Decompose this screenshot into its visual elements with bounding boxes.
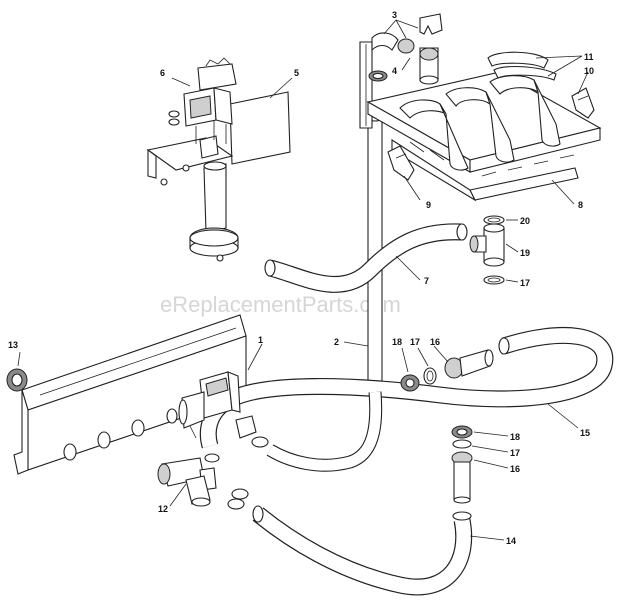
- callout-20: 20: [520, 216, 530, 226]
- callout-1: 1: [258, 335, 263, 345]
- callout-16: 16: [430, 337, 440, 347]
- part-2-lower-hose: [266, 391, 383, 472]
- part-14-hose: [252, 505, 473, 596]
- part-10-clip: [571, 87, 595, 119]
- callout-7: 7: [424, 276, 429, 286]
- callout-17-lower: 17: [510, 448, 520, 458]
- callout-14: 14: [506, 536, 516, 546]
- callout-15: 15: [580, 428, 590, 438]
- part-2-pipe: [359, 41, 383, 393]
- part-16-adapter: [444, 349, 494, 379]
- frame-channel: [13, 314, 247, 475]
- callout-12: 12: [158, 504, 168, 514]
- callout-2: 2: [334, 337, 339, 347]
- callout-6: 6: [160, 68, 165, 78]
- callout-5: 5: [294, 68, 299, 78]
- part-6-pump: [146, 57, 239, 262]
- callout-19: 19: [520, 248, 530, 258]
- callout-13: 13: [8, 340, 18, 350]
- part-7-hose: [264, 223, 468, 293]
- callouts: 1 2 3 4 5 6 7 8 9 10 11 12 13 14 15 16 1…: [8, 10, 594, 546]
- part-17-oring-lower: [452, 439, 472, 449]
- callout-17-tee: 17: [520, 278, 530, 288]
- part-4-washer: [368, 70, 388, 82]
- part-3-fittings: [371, 13, 443, 85]
- part-9-clip: [387, 145, 415, 181]
- part-13-grommet: [6, 368, 28, 392]
- callout-18-lower: 18: [510, 432, 520, 442]
- callout-10: 10: [584, 66, 594, 76]
- callout-16-lower: 16: [510, 464, 520, 474]
- callout-8: 8: [578, 200, 583, 210]
- part-1-valve: [178, 371, 269, 448]
- part-17-clamp-top: [483, 275, 505, 285]
- part-17-oring: [423, 367, 437, 385]
- part-12-fitting: [157, 453, 249, 510]
- part-18-nut-lower: [451, 425, 473, 439]
- part-20-clamp: [483, 215, 505, 225]
- part-5-bracket: [229, 91, 291, 165]
- callout-9: 9: [426, 200, 431, 210]
- part-19-tee: [469, 223, 505, 267]
- part-18-nut: [400, 374, 420, 392]
- callout-18: 18: [392, 337, 402, 347]
- leader-lines: [17, 19, 589, 541]
- callout-17: 17: [410, 337, 420, 347]
- part-11-tubes: [399, 51, 561, 171]
- watermark-text: eReplacementParts.com: [160, 292, 401, 317]
- callout-3: 3: [392, 10, 397, 20]
- callout-4: 4: [392, 66, 397, 76]
- part-16-adapter-lower: [451, 451, 473, 504]
- callout-11: 11: [584, 52, 594, 62]
